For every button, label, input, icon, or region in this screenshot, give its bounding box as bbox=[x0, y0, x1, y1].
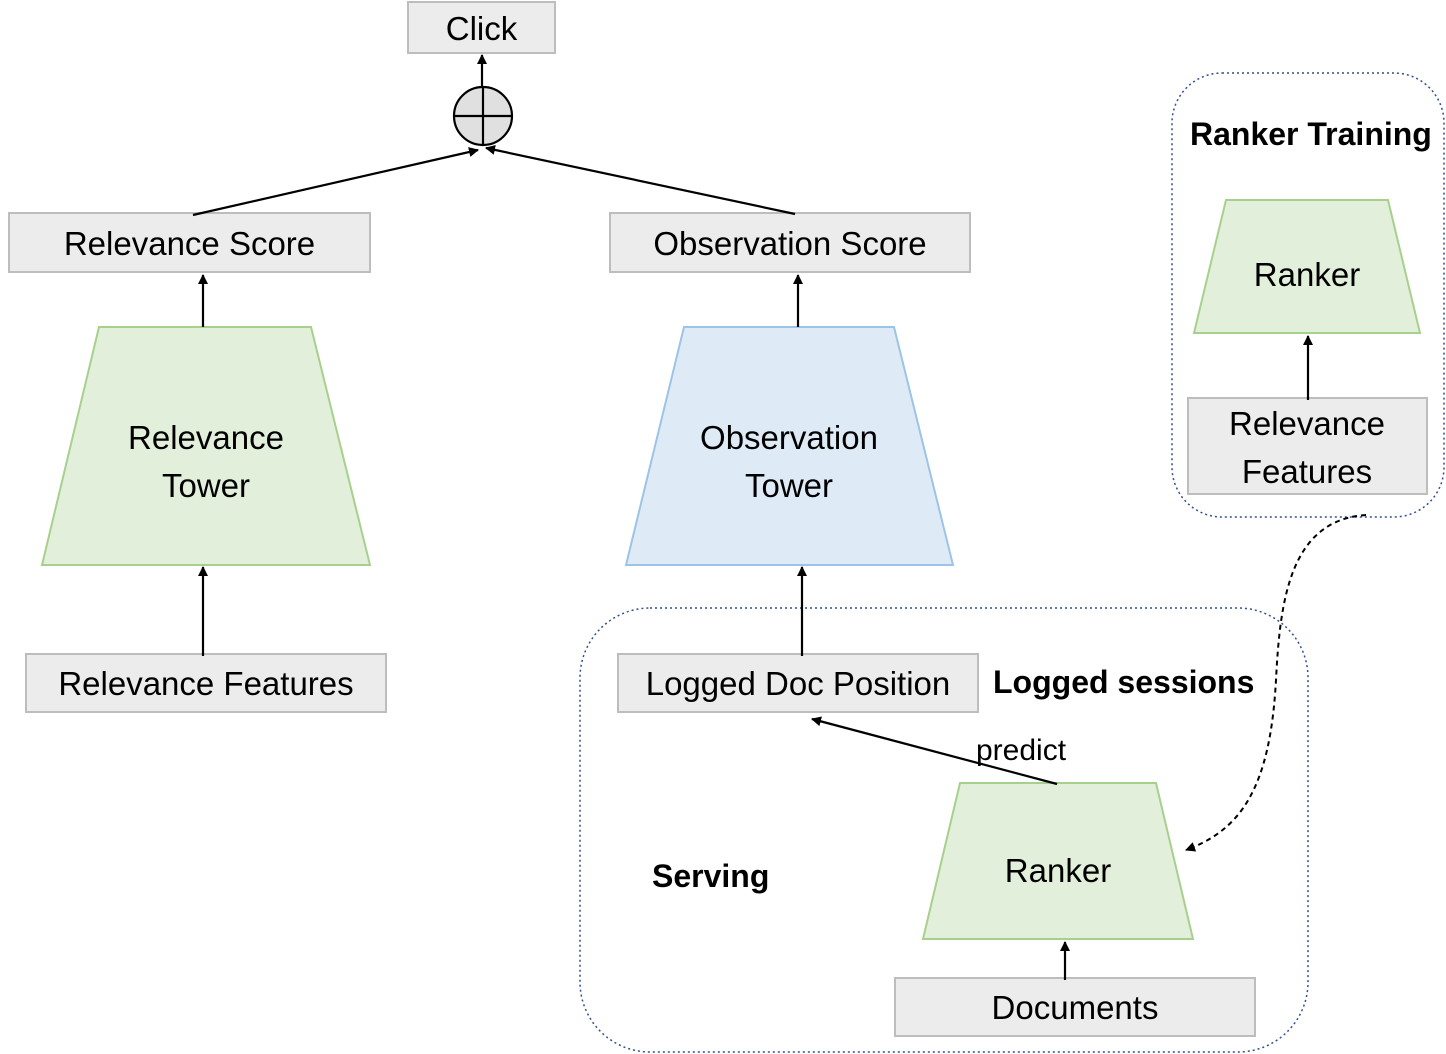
sum-operator-icon bbox=[452, 85, 514, 147]
relevance-score-node bbox=[8, 212, 371, 273]
predict-arrow bbox=[811, 716, 1058, 786]
relevance-features-node bbox=[25, 653, 387, 713]
ranker-serving-label: Ranker bbox=[1005, 852, 1111, 889]
documents-node bbox=[894, 977, 1256, 1037]
training-features-label-line1: Relevance bbox=[1229, 405, 1385, 442]
ranker-transfer-dashed-arrow bbox=[1185, 514, 1367, 852]
ranker-serving-node bbox=[921, 782, 1195, 940]
relevance-tower-label-line2: Tower bbox=[162, 467, 250, 504]
ranker-training-label: Ranker Training bbox=[1190, 116, 1432, 152]
observation-score-to-sum-arrow bbox=[485, 144, 796, 216]
relevance-tower-label-line1: Relevance bbox=[128, 419, 284, 456]
relevance-score-label: Relevance Score bbox=[64, 225, 315, 262]
observation-score-node bbox=[609, 212, 971, 273]
observation-score-label: Observation Score bbox=[653, 225, 926, 262]
observation-tower-label-line2: Tower bbox=[745, 467, 833, 504]
training-relevance-features-node bbox=[1187, 397, 1428, 495]
click-label: Click bbox=[446, 10, 518, 47]
relevance-score-to-sum-arrow bbox=[192, 147, 479, 217]
observation-tower-label-line1: Observation bbox=[700, 419, 878, 456]
documents-label: Documents bbox=[992, 989, 1159, 1026]
ranker-training-node-label: Ranker bbox=[1254, 256, 1360, 293]
serving-region bbox=[579, 607, 1309, 1053]
training-features-label-line2: Features bbox=[1242, 453, 1372, 490]
logged-doc-position-label: Logged Doc Position bbox=[646, 665, 951, 702]
relevance-tower-node bbox=[40, 326, 372, 566]
predict-label: predict bbox=[976, 734, 1067, 767]
ranker-training-node bbox=[1192, 199, 1422, 334]
logged-sessions-label: Logged sessions bbox=[993, 664, 1254, 700]
observation-tower-node bbox=[624, 326, 955, 566]
ranker-training-region bbox=[1171, 72, 1445, 518]
logged-doc-position-node bbox=[617, 653, 979, 713]
click-node bbox=[407, 1, 556, 54]
serving-label: Serving bbox=[652, 858, 769, 894]
relevance-features-label: Relevance Features bbox=[58, 665, 353, 702]
